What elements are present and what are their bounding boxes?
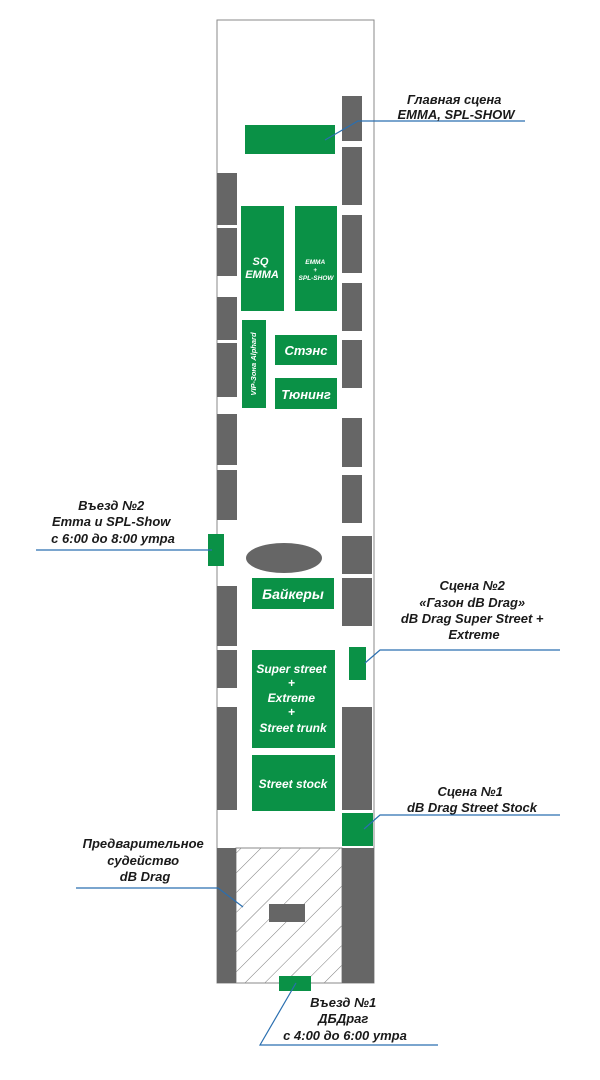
zone-street-stock-label: Street stock <box>259 777 329 791</box>
prejudging-label-line2: судейство <box>107 853 179 868</box>
prejudging-label: Предварительное судейство dB Drag <box>83 836 208 884</box>
zone-bikers <box>252 578 334 609</box>
stage2-label: Сцена №2 «Газон dB Drag» dB Drag Super S… <box>401 578 547 642</box>
zone-emma-spl <box>295 206 337 311</box>
stage2-marker <box>349 647 366 680</box>
svg-text:Super street + Extreme: Super street + Extreme + Street trunk <box>256 662 329 735</box>
stage2-label-line3: dB Drag Super Street + <box>401 611 544 626</box>
right-stalls <box>342 96 372 810</box>
leader-lines <box>36 120 560 1046</box>
zone-street-stock <box>252 755 335 811</box>
zone-tuning <box>275 378 337 409</box>
svg-text:SQ EMMA: SQ EMMA <box>245 256 279 281</box>
gray-ellipse <box>246 543 322 573</box>
entry1-label-line2: ДБДраг <box>317 1011 368 1026</box>
prejudging-side-right <box>342 848 374 983</box>
zone-vip <box>242 320 266 408</box>
zone-emma-spl-line2: + <box>313 267 317 274</box>
zone-stance-label: Стэнс <box>285 343 329 358</box>
zone-sq-emma-line2: EMMA <box>245 269 279 281</box>
zone-emma-spl-line3: SPL-SHOW <box>298 275 334 282</box>
entry1-label: Въезд №1 ДБДраг с 4:00 до 6:00 утра <box>283 995 407 1043</box>
zone-super-street-line3: Extreme <box>268 691 316 705</box>
entry1-label-line3: с 4:00 до 6:00 утра <box>283 1028 407 1043</box>
entry1-marker <box>279 976 311 991</box>
left-stalls <box>217 173 237 810</box>
entry2-marker <box>208 534 224 566</box>
prejudging-side-left <box>217 848 236 983</box>
zone-stance <box>275 335 337 365</box>
stage2-label-line2: «Газон dB Drag» <box>419 595 525 610</box>
svg-text:EMMA + SPL-SHOW: EMMA + SPL-SHOW <box>298 259 334 282</box>
zone-sq-emma <box>241 206 284 311</box>
main-stage <box>245 125 335 154</box>
stage2-label-line1: Сцена №2 <box>440 578 506 593</box>
zone-super-street-line5: Street trunk <box>259 721 328 735</box>
zone-bikers-label: Байкеры <box>262 586 324 602</box>
stage1-marker <box>342 813 373 846</box>
stage1-label: Сцена №1 dB Drag Street Stock <box>407 784 538 815</box>
zone-super-street-line4: + <box>288 705 295 719</box>
prejudging-label-line1: Предварительное <box>83 836 204 851</box>
entry2-label-line1: Въезд №2 <box>78 498 145 513</box>
prejudging-label-line3: dB Drag <box>120 869 171 884</box>
zone-vip-label: VIP-Зона Alphard <box>249 332 258 396</box>
stage2-label-line4: Extreme <box>448 627 499 642</box>
zone-tuning-label: Тюнинг <box>281 387 331 402</box>
stage1-label-line2: dB Drag Street Stock <box>407 800 538 815</box>
main-stage-label-line1: Главная сцена <box>407 92 501 107</box>
zone-super-street-line1: Super street <box>256 662 327 676</box>
zone-sq-emma-line1: SQ <box>253 256 269 268</box>
entry2-label-line2: Emma и SPL-Show <box>52 514 171 529</box>
main-stage-label-line2: EMMA, SPL-SHOW <box>398 107 517 122</box>
entry2-label: Въезд №2 Emma и SPL-Show с 6:00 до 8:00 … <box>51 498 175 546</box>
entry2-label-line3: с 6:00 до 8:00 утра <box>51 531 175 546</box>
zone-super-street <box>252 650 335 748</box>
stage1-label-line1: Сцена №1 <box>438 784 503 799</box>
main-stage-label: Главная сцена EMMA, SPL-SHOW <box>398 92 517 122</box>
prejudging-block <box>269 904 305 922</box>
entry1-label-line1: Въезд №1 <box>310 995 376 1010</box>
zone-super-street-line2: + <box>288 676 295 690</box>
zone-emma-spl-line1: EMMA <box>305 259 325 266</box>
